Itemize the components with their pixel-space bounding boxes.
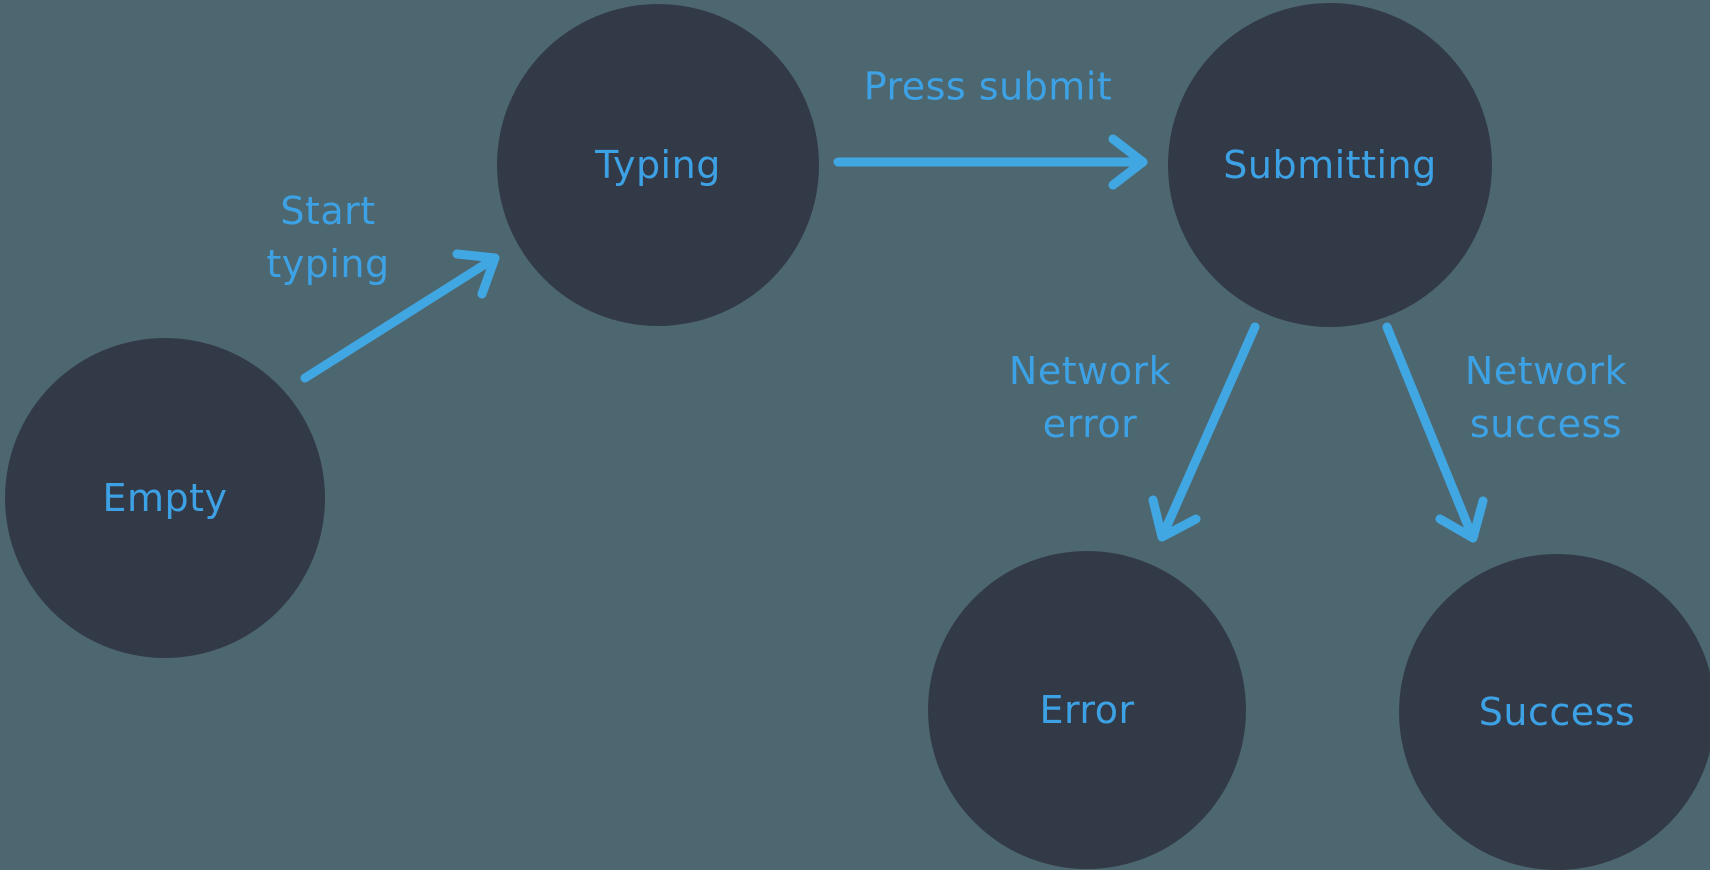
- edge-arrow-network-error: [1148, 322, 1260, 542]
- edge-arrow-start-typing: [300, 249, 500, 383]
- state-node-success: Success: [1399, 554, 1710, 870]
- state-label-submitting: Submitting: [1223, 143, 1437, 187]
- edge-label-network-success: Network success: [1464, 349, 1628, 446]
- edge-label-press-submit: Press submit: [863, 64, 1113, 109]
- edge-arrow-network-success: [1382, 322, 1488, 543]
- state-node-empty: Empty: [5, 338, 325, 658]
- state-label-success: Success: [1478, 690, 1636, 734]
- edge-label-start-typing: Start typing: [266, 189, 390, 286]
- state-node-error: Error: [928, 551, 1246, 869]
- edge-arrow-press-submit: [833, 134, 1148, 190]
- state-label-empty: Empty: [102, 476, 228, 520]
- state-label-error: Error: [1039, 688, 1135, 732]
- state-node-typing: Typing: [497, 4, 819, 326]
- state-label-typing: Typing: [595, 143, 721, 187]
- state-node-submitting: Submitting: [1168, 3, 1492, 327]
- edge-label-network-error: Network error: [1008, 349, 1172, 446]
